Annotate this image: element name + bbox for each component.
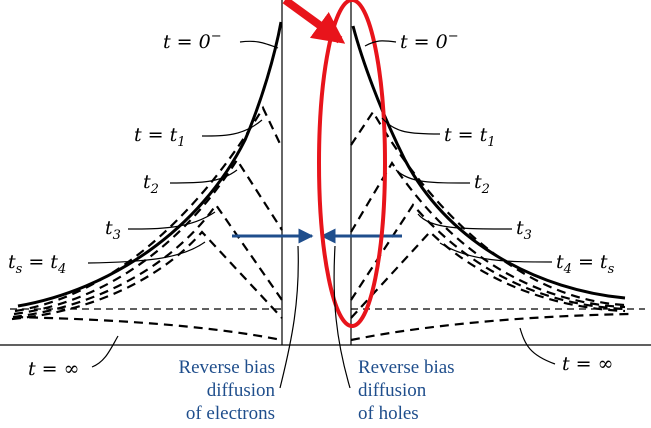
leader-right-t3 [417, 213, 513, 230]
leader-left-t4 [87, 241, 206, 264]
leader-right-tinf [519, 327, 556, 365]
leader-right-t0 [364, 40, 397, 47]
curve-left-t2 [13, 157, 283, 316]
annotation-electrons-line1: Reverse bias [178, 357, 275, 378]
curve-right-t0 [351, 25, 626, 300]
label-right-t3: t3 [516, 217, 532, 243]
label-left-t2: t2 [143, 171, 159, 197]
label-left-t1: t = t1 [134, 124, 186, 150]
curve-right-t4 [350, 230, 626, 319]
leader-left-t0 [239, 40, 279, 49]
leader-left-t3 [127, 211, 216, 230]
leader-left-t1 [201, 119, 263, 137]
curve-left-t3 [12, 203, 283, 319]
curve-left-t0 [17, 21, 283, 308]
annotation-holes-line3: of holes [358, 403, 419, 424]
leader-left-tinf [91, 335, 119, 368]
leader-right-t1 [381, 117, 441, 135]
label-right-t2: t2 [474, 171, 490, 197]
curve-right-t3 [350, 203, 626, 311]
leader-right-t2 [395, 169, 471, 184]
curve-left-tinf [13, 315, 283, 342]
label-right-t4-ts: t4 = ts [556, 251, 615, 277]
annotation-holes-line1: Reverse bias [358, 357, 455, 378]
leader-right-t4 [439, 242, 553, 263]
annotation-holes-line2: diffusion [358, 380, 427, 401]
curve-right-t2 [350, 160, 626, 309]
label-left-ts-t4: ts = t4 [8, 251, 66, 277]
annotation-electrons-line3: of electrons [186, 403, 275, 424]
label-left-t3: t3 [105, 217, 121, 243]
leader-electrons [279, 245, 299, 389]
highlight-ellipse [317, 0, 387, 328]
leader-holes [333, 245, 351, 389]
highlight-arrow [282, 0, 346, 44]
label-right-t1: t = t1 [444, 124, 496, 150]
curve-right-t1 [350, 109, 626, 307]
curve-right-tinf [350, 312, 631, 342]
curve-left-t1 [14, 105, 283, 313]
label-right-t0: t = 0− [400, 29, 459, 53]
label-right-tinf: t = ∞ [562, 353, 613, 375]
curve-left-t4 [11, 230, 283, 321]
label-left-tinf: t = ∞ [28, 358, 79, 380]
label-left-t0: t = 0− [163, 29, 222, 53]
annotation-electrons-line2: diffusion [207, 380, 276, 401]
leader-left-t2 [169, 169, 238, 184]
